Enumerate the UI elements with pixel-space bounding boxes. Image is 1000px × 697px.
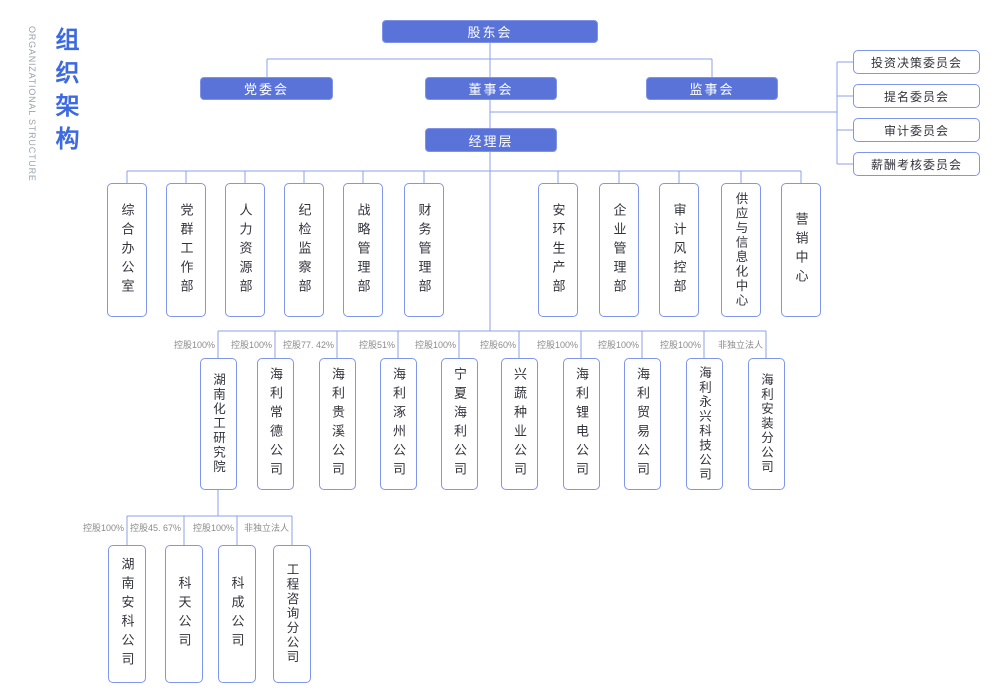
node-shareholders-meeting: 股东会 <box>382 20 598 43</box>
node-label: 投资决策委员会 <box>870 55 962 70</box>
node-label: 海利涿州公司 <box>391 367 406 481</box>
node-label: 人力资源部 <box>237 202 253 298</box>
node-label: 经理层 <box>468 133 514 149</box>
node-committee-compensation: 薪酬考核委员会 <box>853 152 980 176</box>
ownership-label: 控股45. 67% <box>129 523 181 533</box>
node-label: 党群工作部 <box>178 202 194 298</box>
ownership-label: 控股51% <box>358 340 395 350</box>
node-label: 安环生产部 <box>550 202 566 298</box>
ownership-label: 控股100% <box>659 340 701 350</box>
node-supervisory-board: 监事会 <box>646 77 778 100</box>
node-management-level: 经理层 <box>425 128 557 152</box>
node-label: 兴蔬种业公司 <box>512 367 527 481</box>
node-child-engineering-consulting-branch: 工程咨询分公司 <box>273 545 311 683</box>
node-label: 审计委员会 <box>883 123 949 138</box>
node-child-hunan-anke: 湖南安科公司 <box>108 545 146 683</box>
node-label: 海利常德公司 <box>268 367 283 481</box>
ownership-label: 控股100% <box>414 340 456 350</box>
node-dept-safety-production: 安环生产部 <box>538 183 578 317</box>
ownership-label: 控股77. 42% <box>282 340 334 350</box>
node-dept-marketing-center: 营销中心 <box>781 183 821 317</box>
node-label: 海利永兴科技公司 <box>697 366 711 482</box>
node-label: 审计风控部 <box>671 202 687 298</box>
node-sub-haili-yongxing-tech: 海利永兴科技公司 <box>686 358 723 490</box>
node-sub-haili-lithium: 海利锂电公司 <box>563 358 600 490</box>
node-label: 湖南化工研究院 <box>211 373 225 475</box>
node-label: 工程咨询分公司 <box>284 563 299 665</box>
ownership-label: 控股100% <box>173 340 215 350</box>
node-label: 监事会 <box>689 82 735 97</box>
ownership-label: 控股100% <box>536 340 578 350</box>
node-dept-party-mass-work: 党群工作部 <box>166 183 206 317</box>
node-sub-xingshu-seed: 兴蔬种业公司 <box>501 358 538 490</box>
node-dept-human-resources: 人力资源部 <box>225 183 265 317</box>
node-label: 企业管理部 <box>611 202 627 298</box>
node-sub-hunan-chemical-research-institute: 湖南化工研究院 <box>200 358 237 490</box>
ownership-label: 控股100% <box>192 523 234 533</box>
node-label: 宁夏海利公司 <box>452 367 467 481</box>
node-dept-finance-management: 财务管理部 <box>404 183 444 317</box>
node-sub-haili-trading: 海利贸易公司 <box>624 358 661 490</box>
node-label: 湖南安科公司 <box>119 557 135 671</box>
node-label: 海利锂电公司 <box>574 367 589 481</box>
ownership-label: 控股60% <box>479 340 516 350</box>
node-label: 海利安装分公司 <box>759 373 773 475</box>
node-child-kecheng: 科成公司 <box>218 545 256 683</box>
node-label: 董事会 <box>468 82 514 97</box>
node-dept-supply-information-center: 供应与信息化中心 <box>721 183 761 317</box>
node-dept-enterprise-management: 企业管理部 <box>599 183 639 317</box>
node-label: 薪酬考核委员会 <box>870 157 962 172</box>
node-label: 海利贵溪公司 <box>330 367 345 481</box>
ownership-label: 控股100% <box>82 523 124 533</box>
node-label: 营销中心 <box>793 212 809 288</box>
node-dept-strategy-management: 战略管理部 <box>343 183 383 317</box>
page-subtitle-en: ORGANIZATIONAL STRUCTURE <box>27 26 37 182</box>
node-label: 党委会 <box>243 82 289 97</box>
node-sub-haili-installation-branch: 海利安装分公司 <box>748 358 785 490</box>
node-party-committee: 党委会 <box>200 77 333 100</box>
node-label: 科天公司 <box>176 576 192 652</box>
node-label: 战略管理部 <box>355 202 371 298</box>
node-sub-haili-changde: 海利常德公司 <box>257 358 294 490</box>
node-label: 综合办公室 <box>119 202 135 298</box>
ownership-label: 控股100% <box>597 340 639 350</box>
node-child-ketian: 科天公司 <box>165 545 203 683</box>
ownership-label: 非独立法人 <box>243 523 289 533</box>
node-board-of-directors: 董事会 <box>425 77 557 100</box>
node-label: 纪检监察部 <box>296 202 312 298</box>
node-sub-ningxia-haili: 宁夏海利公司 <box>441 358 478 490</box>
node-label: 提名委员会 <box>883 89 949 104</box>
node-dept-general-office: 综合办公室 <box>107 183 147 317</box>
node-label: 海利贸易公司 <box>635 367 650 481</box>
node-label: 财务管理部 <box>416 202 432 298</box>
ownership-label: 控股100% <box>230 340 272 350</box>
node-sub-haili-zhuozhou: 海利涿州公司 <box>380 358 417 490</box>
node-committee-investment: 投资决策委员会 <box>853 50 980 74</box>
node-committee-audit: 审计委员会 <box>853 118 980 142</box>
node-sub-haili-guixi: 海利贵溪公司 <box>319 358 356 490</box>
node-dept-discipline-inspection: 纪检监察部 <box>284 183 324 317</box>
node-committee-nomination: 提名委员会 <box>853 84 980 108</box>
node-label: 供应与信息化中心 <box>733 192 748 308</box>
node-dept-audit-risk-control: 审计风控部 <box>659 183 699 317</box>
node-label: 股东会 <box>467 25 513 40</box>
ownership-label: 非独立法人 <box>717 340 763 350</box>
node-label: 科成公司 <box>229 576 245 652</box>
page-title: 组织架构 <box>51 27 78 159</box>
